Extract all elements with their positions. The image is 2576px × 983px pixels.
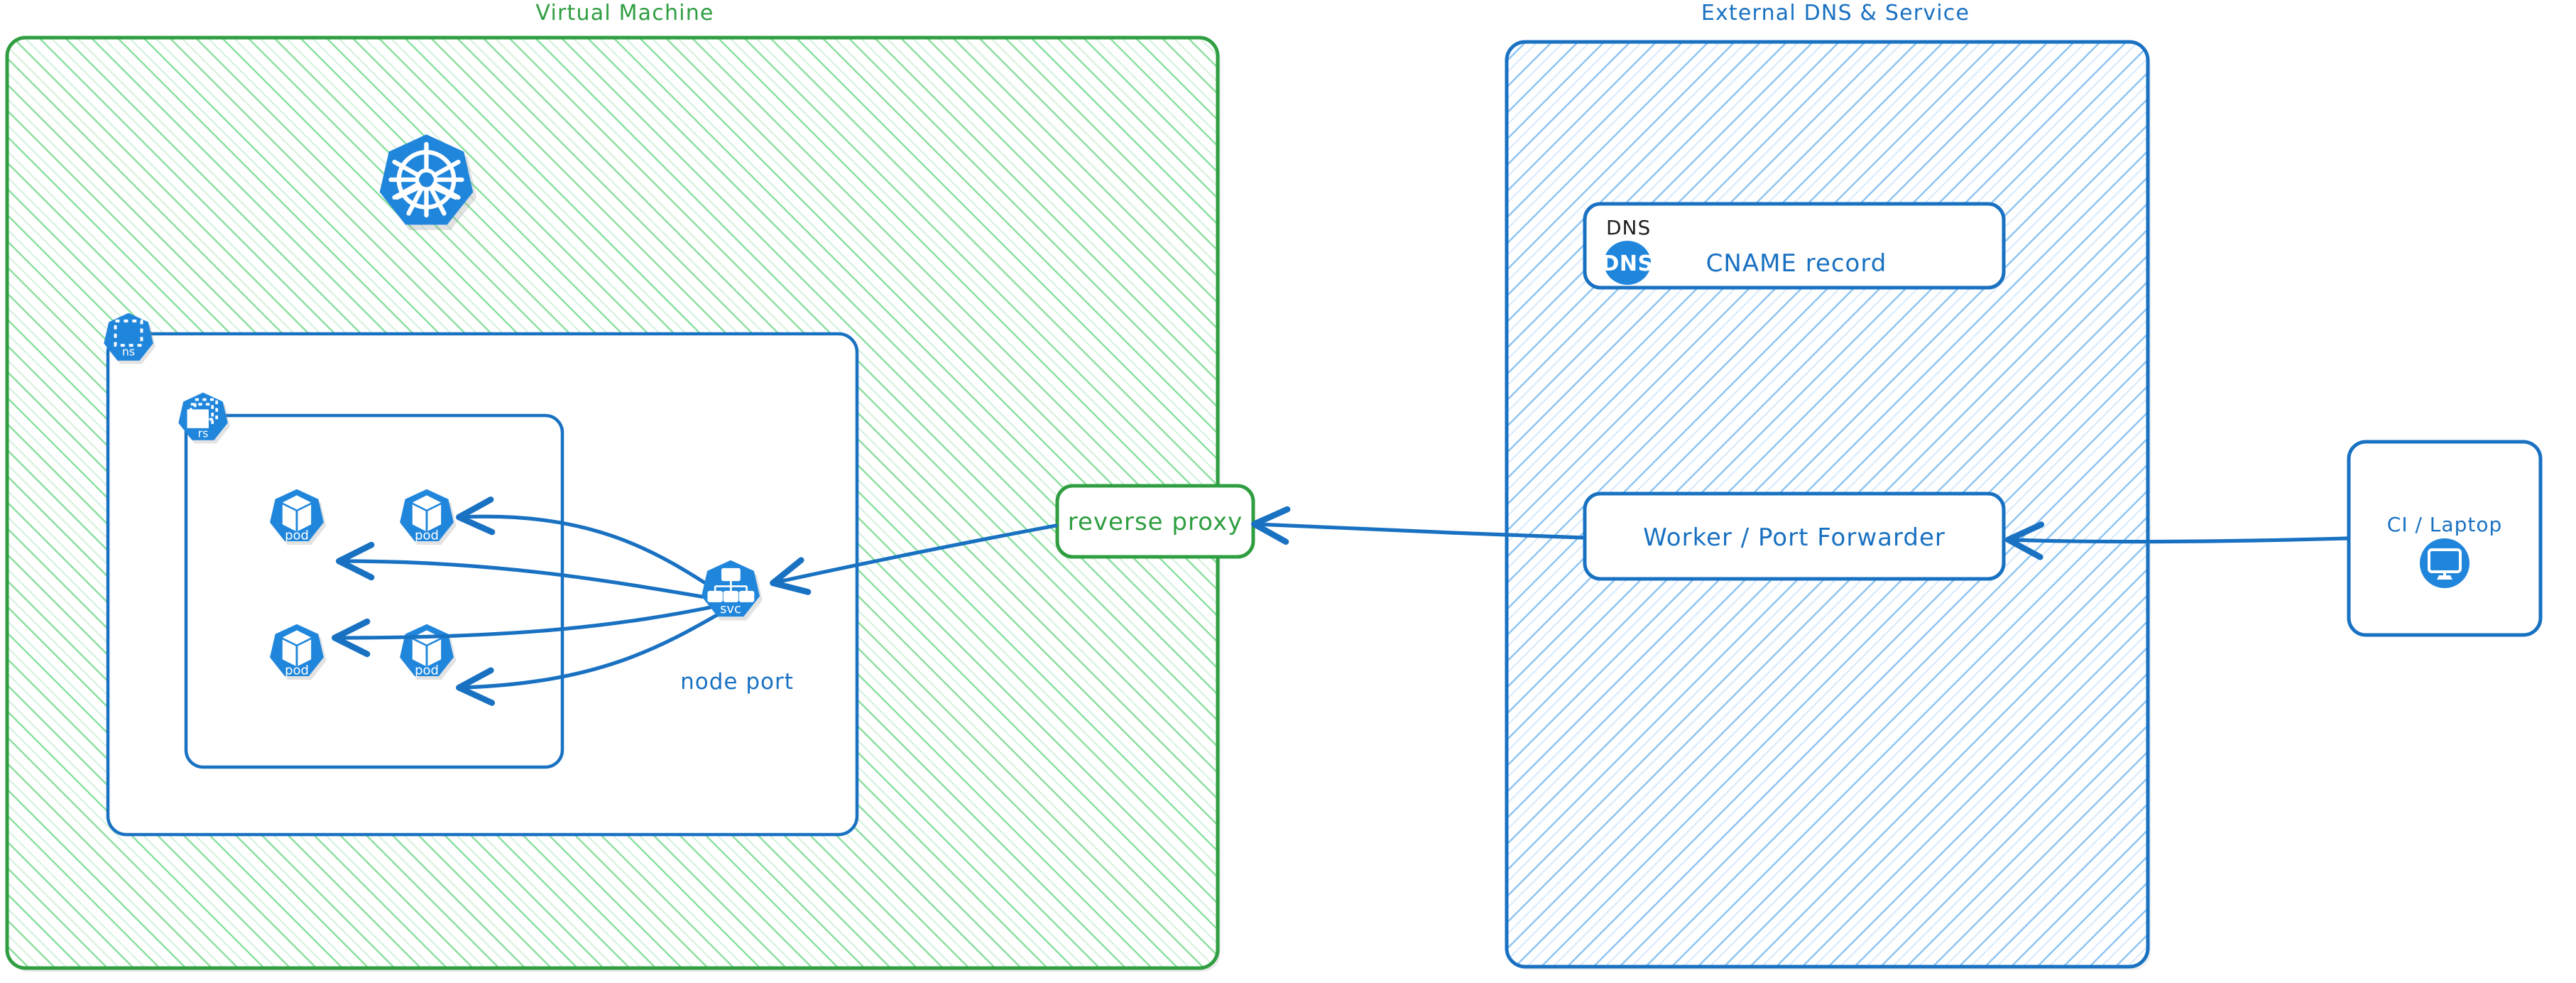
panel-title-virtual-machine: Virtual Machine: [535, 1, 714, 26]
ci-laptop-label: CI / Laptop: [2387, 513, 2502, 536]
dns-card-box[interactable]: [1583, 202, 2006, 290]
dns-badge-text: DNS: [1601, 251, 1653, 276]
pod-4: pod: [400, 624, 457, 680]
pod-2: pod: [400, 489, 457, 545]
desktop-monitor-icon: [2420, 538, 2469, 588]
reverse-proxy-label: reverse proxy: [1068, 508, 1243, 536]
worker-port-forwarder-box[interactable]: [1583, 492, 2006, 581]
replicaset-box: [184, 413, 564, 769]
edge-svc-pod-4: [456, 609, 726, 706]
service-to-pod-connections: [332, 496, 726, 706]
dns-card-header: DNS: [1606, 216, 1651, 239]
pod-4-label: pod: [415, 663, 439, 678]
pod-1-label: pod: [285, 528, 309, 543]
edge-svc-pod-1: [336, 541, 725, 602]
replicaset-badge: rs: [178, 392, 231, 444]
dns-card[interactable]: DNS DNS CNAME record: [1583, 202, 2006, 290]
edge-svc-pod-2: [456, 496, 726, 597]
dns-card-label: CNAME record: [1706, 249, 1887, 278]
worker-port-forwarder-node[interactable]: Worker / Port Forwarder: [1583, 492, 2006, 581]
panel-title-external-dns-service: External DNS & Service: [1701, 1, 1970, 26]
worker-port-forwarder-label: Worker / Port Forwarder: [1643, 523, 1945, 552]
edge-svc-pod-3: [332, 603, 724, 658]
namespace-badge: ns: [104, 313, 156, 364]
pod-3-label: pod: [285, 663, 309, 678]
kubernetes-logo: [379, 134, 477, 230]
edge-ci-laptop-to-worker: [2005, 521, 2349, 560]
ci-laptop-node[interactable]: CI / Laptop: [2347, 440, 2543, 637]
edge-worker-to-reverse-proxy: [1251, 506, 1586, 545]
service-node: svc: [701, 560, 763, 621]
replicaset-badge-label: rs: [198, 426, 209, 440]
node-port-caption: node port: [680, 669, 794, 695]
replicaset-container: [184, 413, 564, 769]
panel-external-dns-service: External DNS & Service: [1505, 1, 2151, 970]
reverse-proxy-node[interactable]: reverse proxy: [1055, 484, 1255, 559]
namespace-badge-label: ns: [122, 345, 135, 359]
pod-2-label: pod: [415, 528, 439, 543]
dns-badge-icon: DNS: [1601, 241, 1653, 285]
edge-reverse-proxy-to-svc: [770, 523, 1058, 595]
service-node-label: svc: [720, 602, 741, 617]
pod-1: pod: [270, 489, 327, 545]
pod-3: pod: [270, 624, 327, 680]
